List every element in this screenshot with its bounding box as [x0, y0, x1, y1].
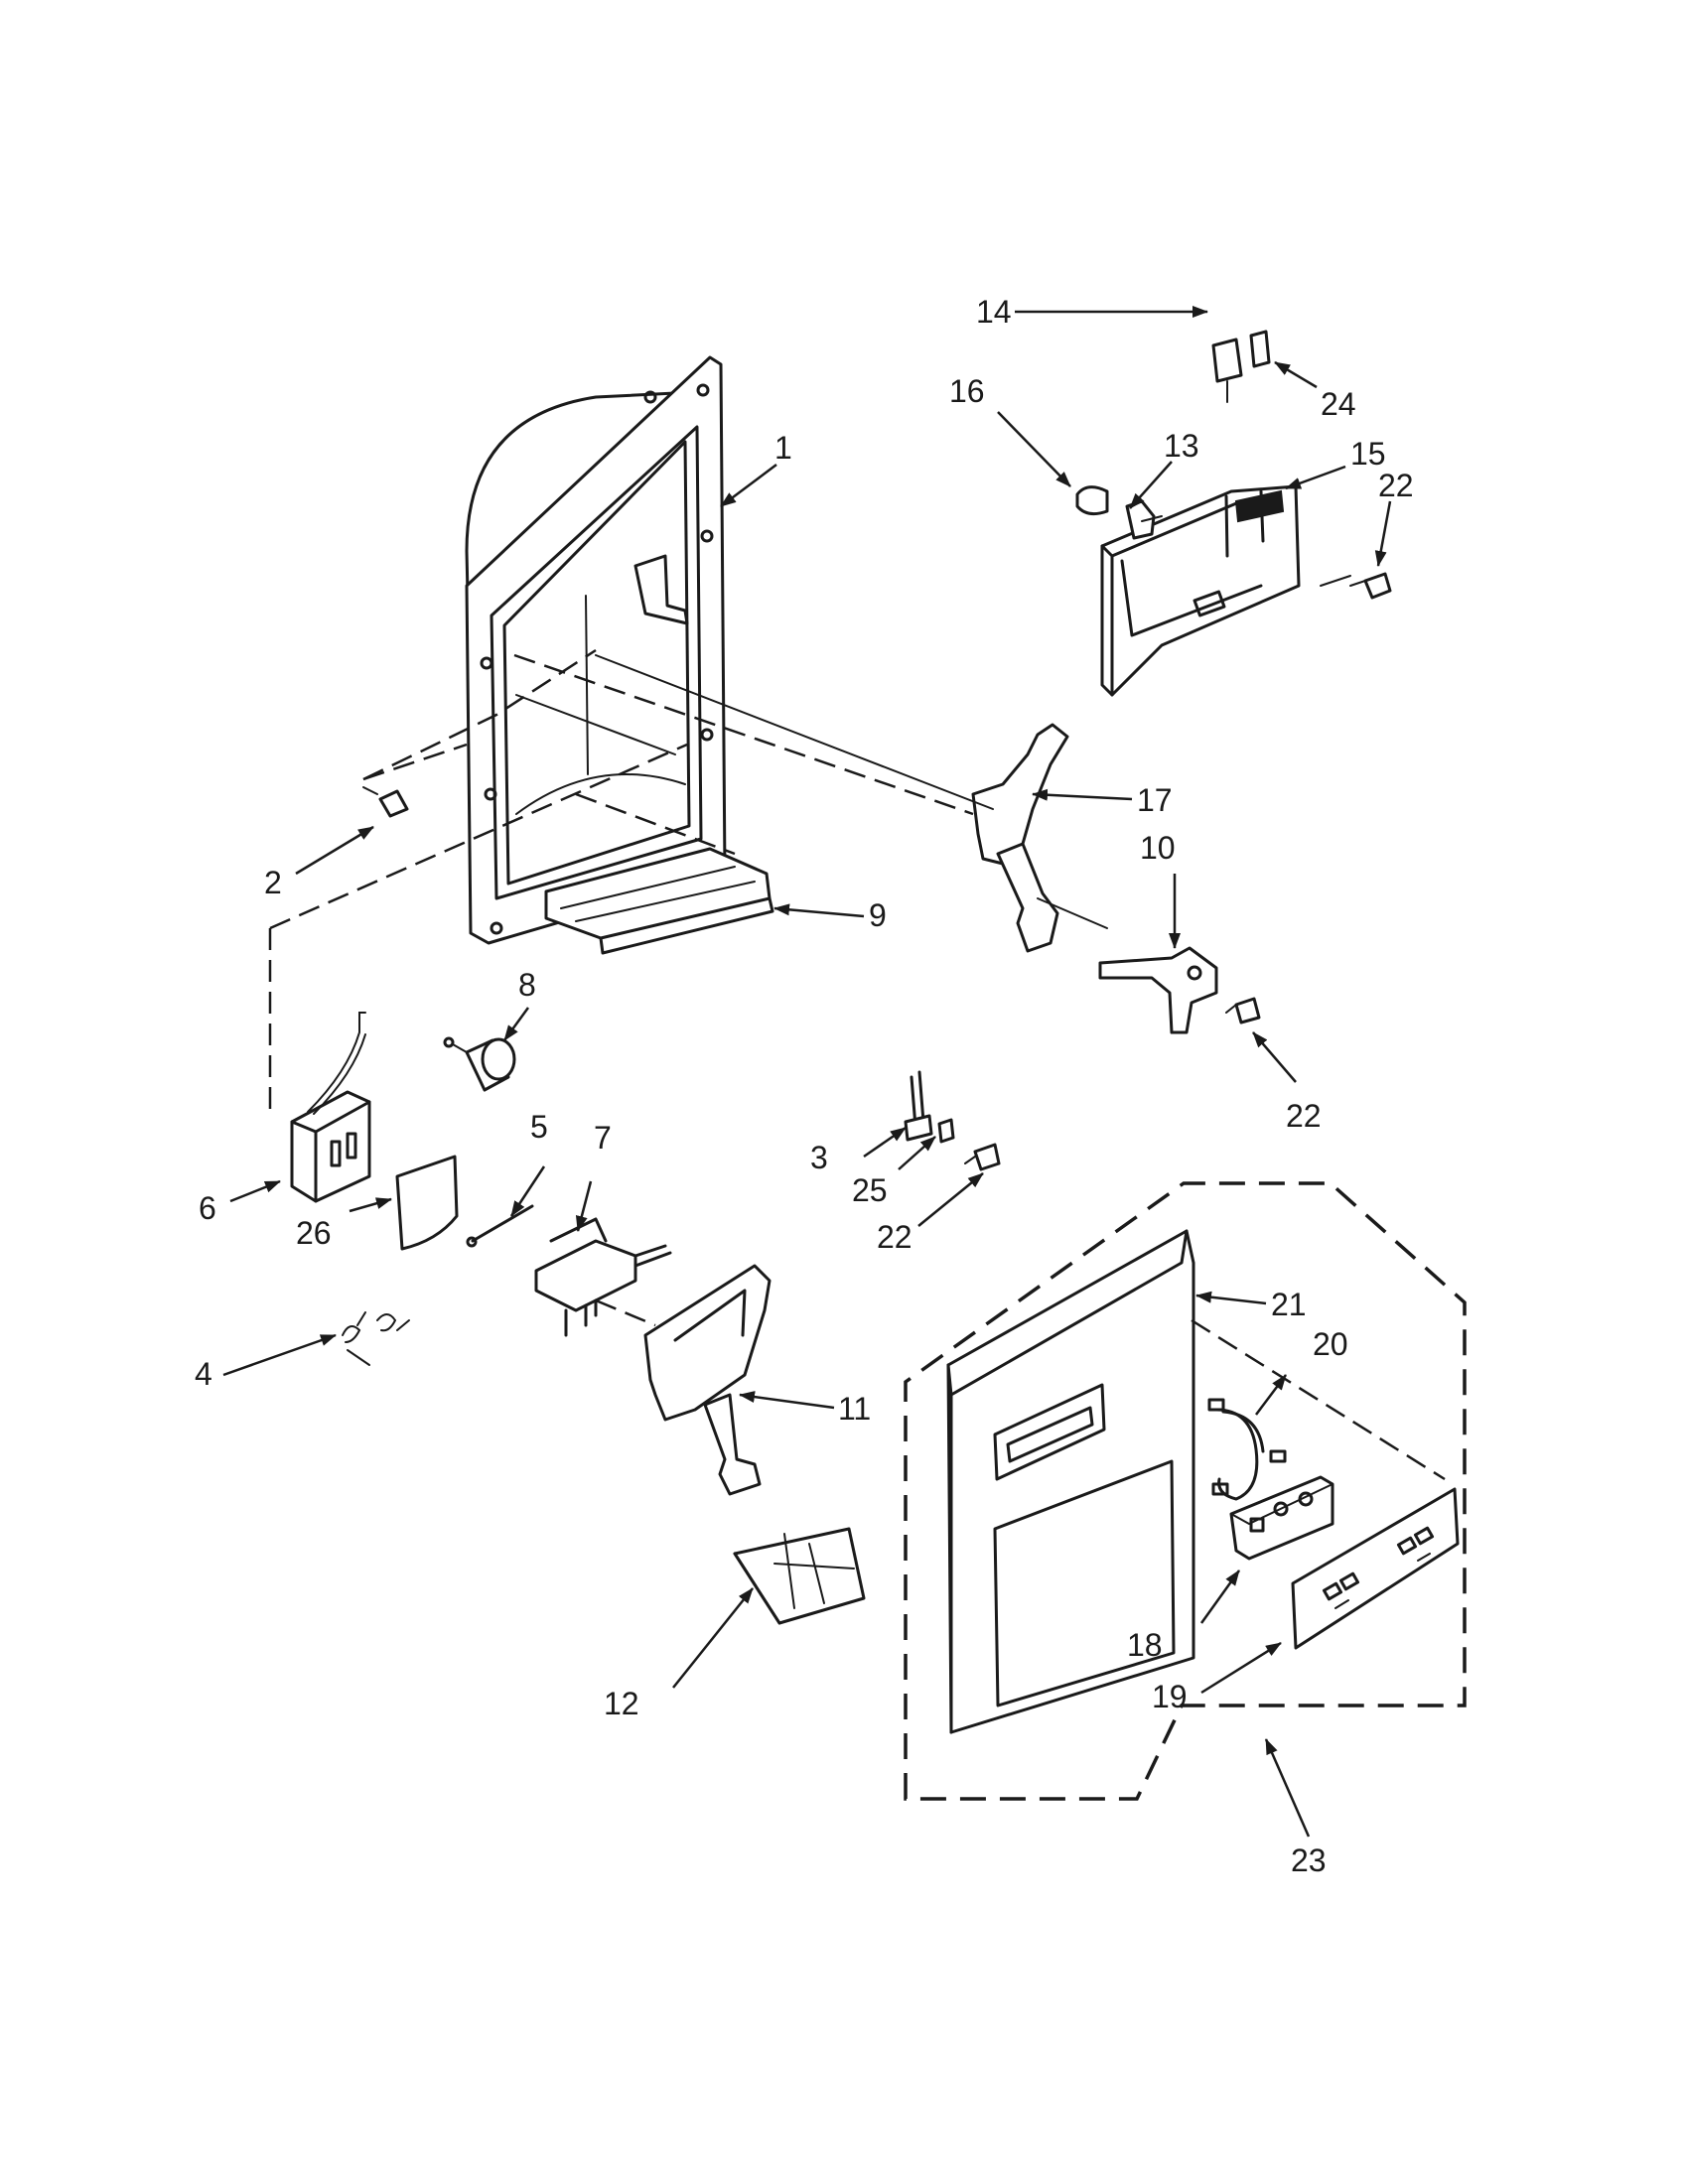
- callout-22-mid: 22: [1286, 1098, 1322, 1134]
- callout-12: 12: [604, 1686, 639, 1721]
- pin: [466, 1204, 534, 1248]
- callout-23: 23: [1291, 1843, 1327, 1878]
- callout-7: 7: [594, 1120, 612, 1156]
- callout-20: 20: [1313, 1326, 1348, 1362]
- screw-22-top: [1349, 572, 1392, 600]
- screw-2: [362, 786, 409, 818]
- switch-assembly: [290, 1012, 371, 1203]
- callout-6: 6: [199, 1190, 216, 1226]
- microswitch: [1211, 338, 1243, 403]
- callout-9: 9: [869, 897, 887, 933]
- ice-lever: [643, 1264, 772, 1496]
- callout-17: 17: [1137, 782, 1173, 818]
- dispenser-housing: [465, 355, 727, 945]
- callout-25: 25: [852, 1172, 888, 1208]
- spacer: [937, 1118, 955, 1144]
- bulb: [1075, 485, 1109, 516]
- callout-18: 18: [1127, 1627, 1163, 1663]
- callout-16: 16: [949, 373, 985, 409]
- pad: [395, 1155, 459, 1251]
- springs: [342, 1311, 410, 1366]
- callout-26: 26: [296, 1215, 332, 1251]
- front-panel: [946, 1229, 1195, 1734]
- callout-labels: 1 2 3 4 5 6 7 8 9 10 11 12 13 14 15 16 1…: [195, 294, 1414, 1878]
- screw-22-low: [964, 1143, 1001, 1171]
- callout-21: 21: [1271, 1287, 1307, 1322]
- screw-22-mid: [1225, 997, 1261, 1024]
- callout-13: 13: [1164, 428, 1199, 464]
- callout-3: 3: [810, 1140, 828, 1175]
- water-lever: [1098, 946, 1218, 1034]
- control-overlay: [1291, 1487, 1460, 1650]
- hinge: [534, 1217, 672, 1337]
- wire-harness: [1207, 1398, 1287, 1501]
- control-housing: [1100, 484, 1301, 697]
- solenoid: [443, 1036, 516, 1092]
- callout-8: 8: [518, 967, 536, 1003]
- ice-chute: [733, 1527, 866, 1625]
- callout-22-top: 22: [1378, 468, 1414, 503]
- leader-arrows: [222, 306, 1392, 1838]
- callout-10: 10: [1140, 830, 1176, 866]
- insulator: [1249, 330, 1271, 368]
- spring-clip: [904, 1070, 933, 1142]
- callout-14: 14: [976, 294, 1012, 330]
- callout-5: 5: [530, 1109, 548, 1145]
- callout-4: 4: [195, 1356, 212, 1392]
- callout-2: 2: [264, 865, 282, 900]
- callout-24: 24: [1321, 386, 1356, 422]
- callout-22-low: 22: [877, 1219, 912, 1255]
- guide-lines: [268, 575, 1446, 1481]
- drip-tray: [544, 847, 774, 955]
- callout-11: 11: [838, 1391, 871, 1427]
- water-actuator-arm: [971, 723, 1069, 953]
- callout-1: 1: [774, 430, 792, 466]
- callout-15: 15: [1350, 436, 1386, 472]
- assembly-boundary: [904, 1181, 1467, 1801]
- callout-19: 19: [1152, 1679, 1188, 1714]
- control-board: [1229, 1475, 1334, 1561]
